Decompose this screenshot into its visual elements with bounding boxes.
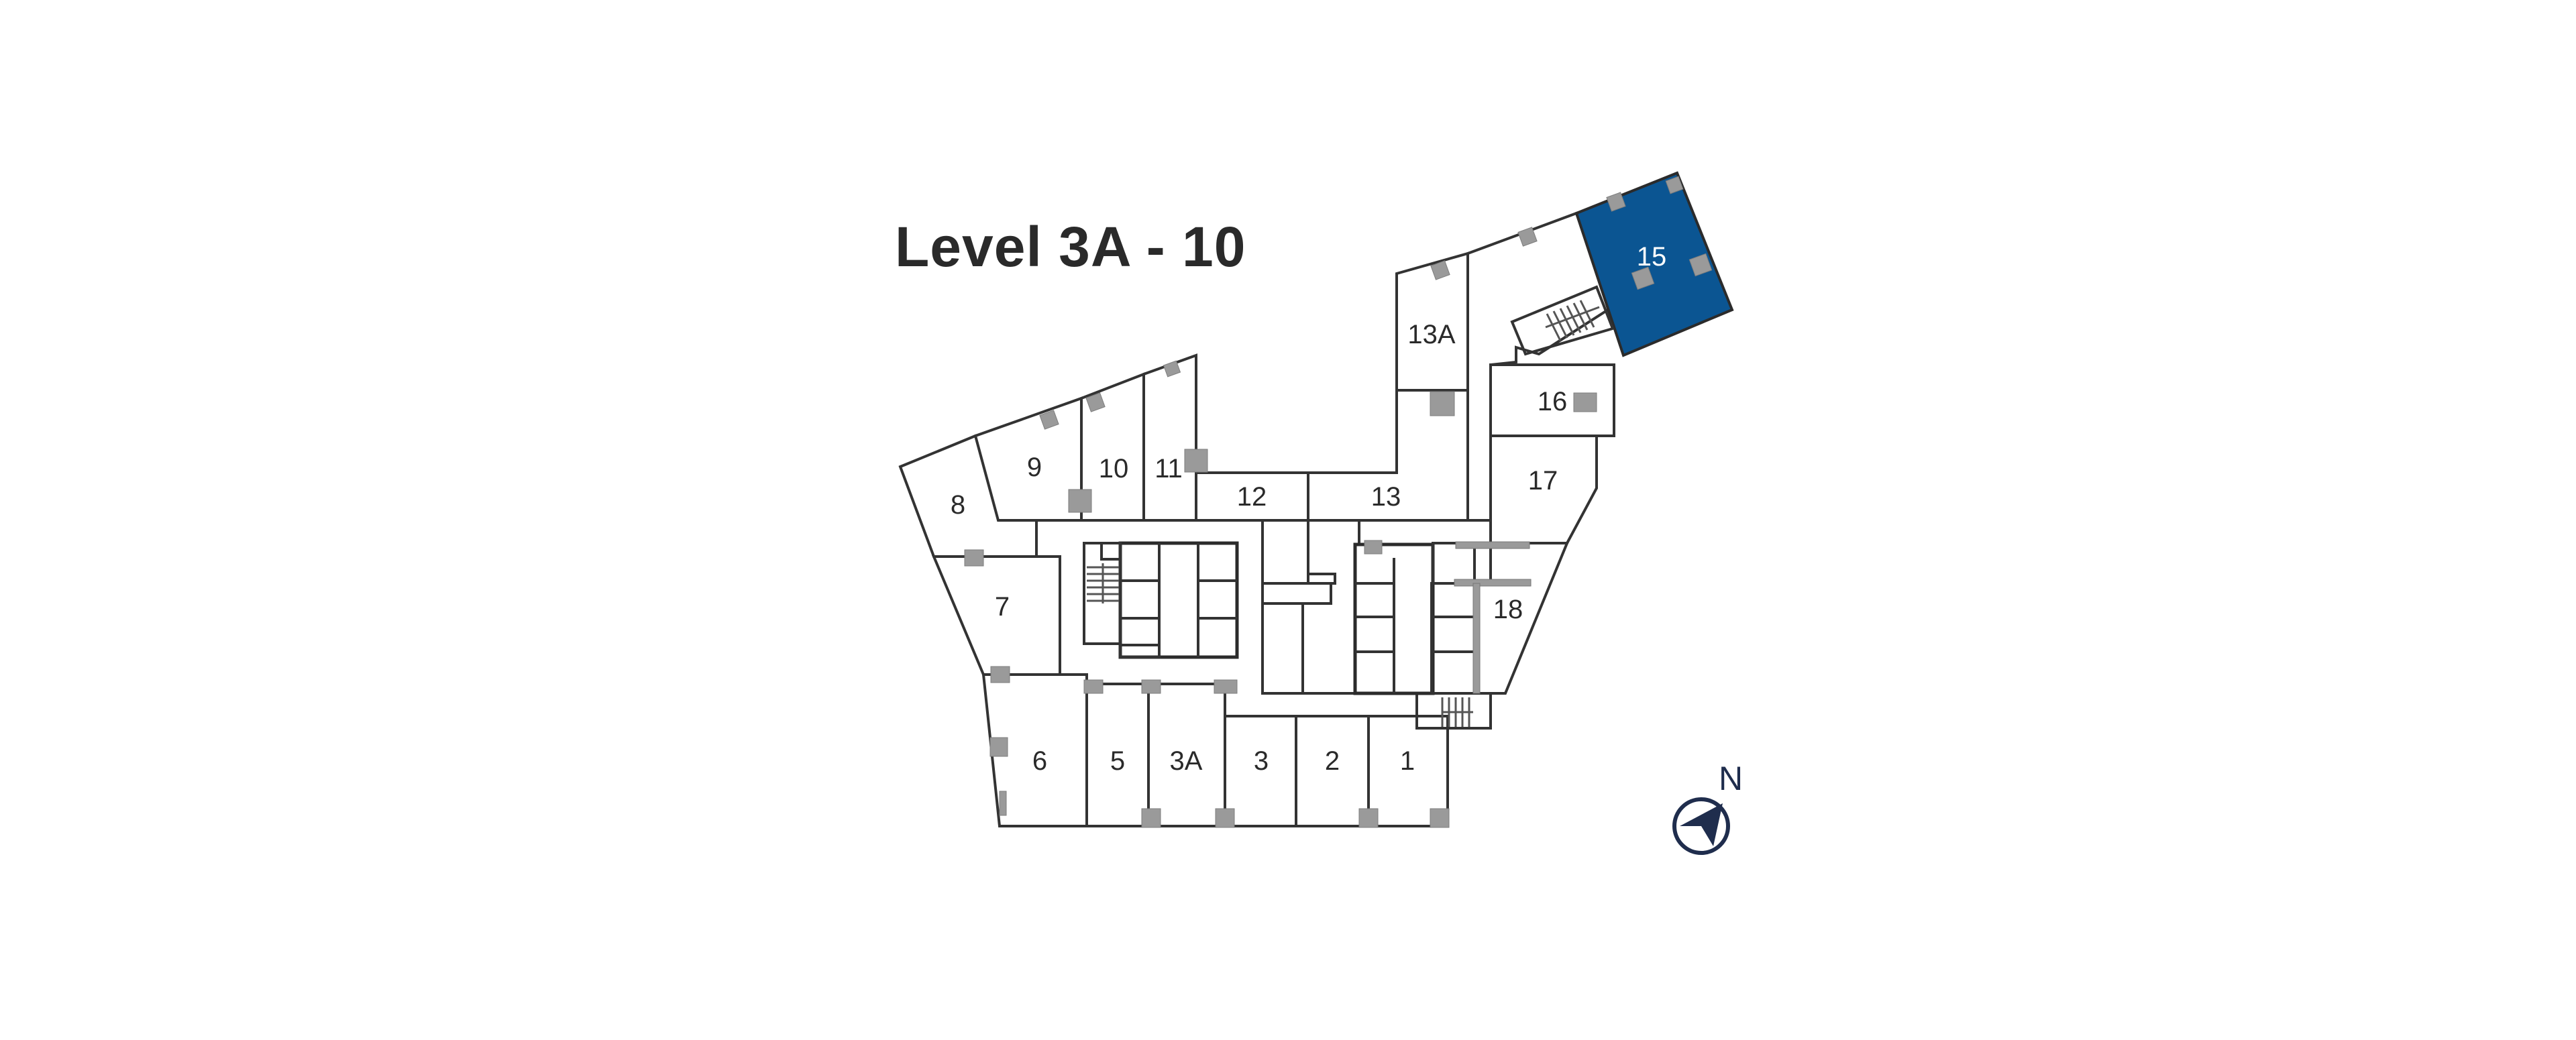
- unit-labels: 8 9 10 11 12 13 13A 15 16 17 18 7 6 5 3A…: [951, 242, 1666, 776]
- unit-label-3A: 3A: [1170, 746, 1203, 776]
- compass-label: N: [1719, 760, 1743, 797]
- compass: N: [1672, 760, 1743, 855]
- north-stair: [1510, 285, 1615, 356]
- unit-label-8: 8: [951, 490, 965, 520]
- units-layer: [898, 171, 1734, 827]
- unit-label-17: 17: [1528, 466, 1558, 496]
- unit-label-16: 16: [1538, 387, 1568, 416]
- unit-15[interactable]: [1574, 171, 1734, 357]
- unit-label-13A: 13A: [1407, 320, 1455, 349]
- unit-label-2: 2: [1325, 746, 1340, 776]
- unit-label-10: 10: [1099, 454, 1129, 483]
- unit-label-15: 15: [1637, 242, 1667, 272]
- unit-label-12: 12: [1237, 482, 1267, 512]
- columns-layer: [964, 176, 1713, 828]
- west-stair: [1087, 563, 1119, 603]
- unit-label-18: 18: [1493, 595, 1523, 624]
- unit-3[interactable]: [1224, 715, 1297, 827]
- unit-label-9: 9: [1027, 453, 1042, 482]
- unit-label-3: 3: [1254, 746, 1269, 776]
- west-core: [1083, 541, 1239, 659]
- unit-label-11: 11: [1155, 454, 1183, 483]
- page-title: Level 3A - 10: [895, 215, 1246, 278]
- unit-label-7: 7: [995, 592, 1010, 622]
- unit-2[interactable]: [1295, 715, 1370, 827]
- unit-5[interactable]: [1085, 683, 1150, 827]
- east-core: [1353, 541, 1532, 727]
- unit-11[interactable]: [1142, 353, 1197, 522]
- unit-label-6: 6: [1032, 746, 1047, 776]
- east-stair: [1441, 697, 1473, 727]
- unit-label-13: 13: [1371, 482, 1401, 512]
- unit-label-1: 1: [1400, 746, 1415, 776]
- north-arrow-icon: [1672, 797, 1730, 855]
- unit-label-5: 5: [1110, 746, 1125, 776]
